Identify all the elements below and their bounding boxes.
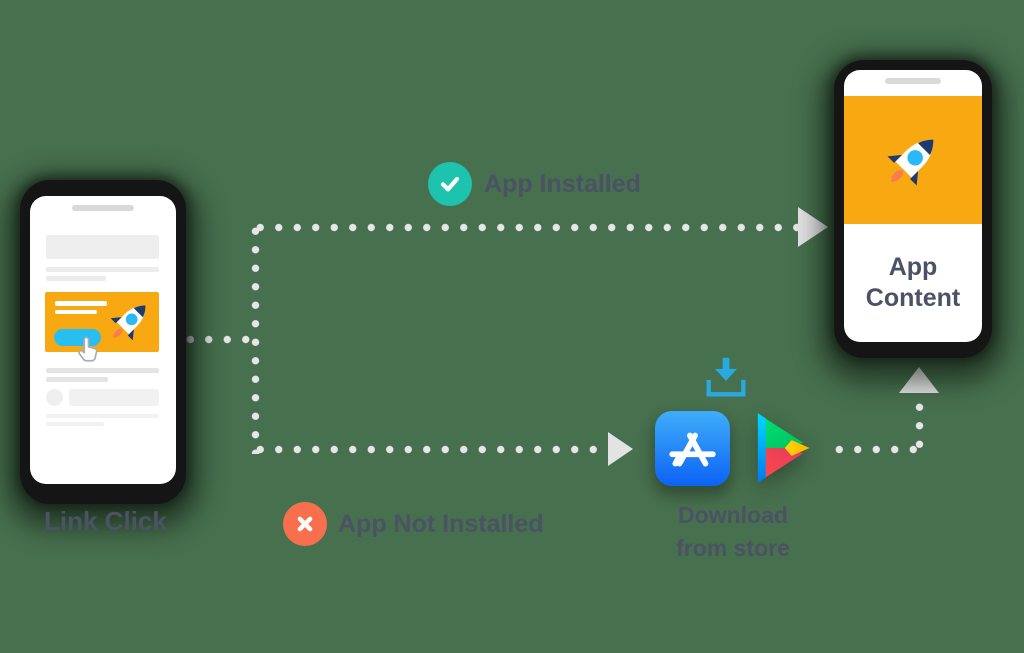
ad-subtitle-line bbox=[55, 310, 97, 314]
google-play-icon bbox=[757, 413, 810, 483]
text-placeholder-line bbox=[46, 267, 159, 272]
text-placeholder-line bbox=[46, 368, 159, 373]
cursor-hand-icon bbox=[78, 336, 98, 362]
apple-app-store-icon bbox=[655, 411, 730, 486]
app-store-a-glyph-icon bbox=[669, 432, 716, 467]
check-icon bbox=[440, 176, 460, 192]
left-phone bbox=[20, 180, 186, 504]
download-from-store-caption: Download from store bbox=[648, 499, 818, 565]
check-badge bbox=[428, 162, 472, 206]
caption-line-1: Download bbox=[678, 502, 788, 528]
left-phone-screen bbox=[30, 196, 176, 484]
arrowhead-to-store-icon bbox=[608, 432, 633, 466]
dotted-line-not-installed-path bbox=[251, 445, 608, 454]
speaker-bar bbox=[885, 78, 941, 84]
text-placeholder-line bbox=[46, 276, 106, 281]
ad-card bbox=[45, 292, 159, 362]
app-banner bbox=[844, 96, 982, 224]
arrowhead-up-icon bbox=[899, 367, 939, 393]
app-content-label: App Content bbox=[844, 252, 982, 314]
dotted-line-up-to-phone bbox=[915, 398, 924, 450]
dotted-line-from-left-phone bbox=[181, 335, 255, 344]
app-installed-label: App Installed bbox=[484, 170, 641, 198]
right-phone: App Content bbox=[834, 60, 992, 358]
speaker-bar bbox=[72, 205, 134, 211]
text-placeholder-line bbox=[46, 422, 104, 426]
avatar bbox=[46, 389, 63, 406]
caption-line-2: from store bbox=[676, 535, 790, 561]
rocket-icon bbox=[887, 139, 934, 186]
rocket-icon bbox=[110, 305, 146, 341]
text-placeholder-line bbox=[46, 414, 159, 418]
cross-icon bbox=[297, 516, 313, 532]
dotted-line-branch-vertical bbox=[251, 222, 260, 454]
comment-placeholder-block bbox=[69, 389, 159, 406]
content-placeholder-block bbox=[46, 235, 159, 259]
dotted-line-installed-path bbox=[251, 223, 798, 232]
arrowhead-right-icon bbox=[798, 207, 828, 247]
app-content-line-1: App bbox=[888, 253, 938, 281]
download-icon bbox=[706, 357, 746, 397]
link-click-label: Link Click bbox=[44, 506, 167, 536]
ad-title-line bbox=[55, 301, 107, 306]
cross-badge bbox=[283, 502, 327, 546]
app-content-line-2: Content bbox=[865, 284, 961, 312]
app-not-installed-label: App Not Installed bbox=[338, 510, 544, 538]
text-placeholder-line bbox=[46, 377, 108, 382]
right-phone-screen: App Content bbox=[844, 70, 982, 342]
dotted-line-store-to-phone bbox=[830, 445, 918, 454]
